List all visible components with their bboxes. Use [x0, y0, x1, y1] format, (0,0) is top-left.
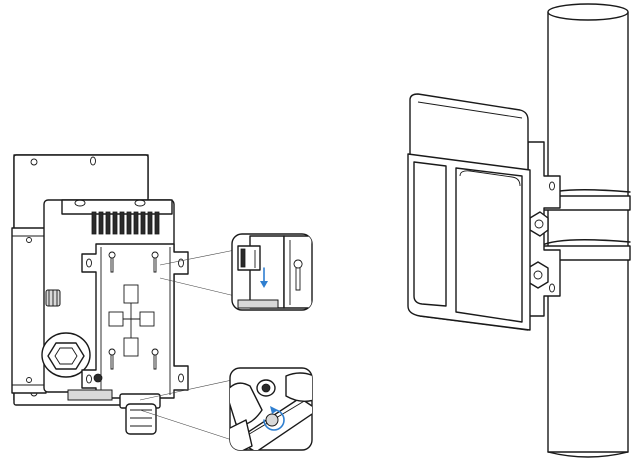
pole-mount-assembly [407, 3, 631, 458]
bottom-gland [125, 403, 157, 435]
leader-line [159, 277, 236, 297]
mount-hole [90, 156, 96, 166]
pole-device [407, 93, 531, 331]
heat-sink-fins [91, 211, 160, 235]
pole-clamp-bands [539, 189, 631, 261]
leader-line [159, 249, 236, 266]
bottom-connectors [67, 373, 161, 435]
leader-line [139, 379, 233, 401]
leader-line [139, 409, 233, 441]
rotate-arrow [263, 409, 285, 431]
side-bolt [45, 289, 61, 307]
side-bracket [11, 227, 47, 394]
wall-mount-assembly [11, 154, 236, 441]
pole [547, 3, 629, 458]
detail-callout-screw [229, 367, 313, 451]
detail-callout-hook [231, 233, 313, 311]
cable-gland [41, 332, 91, 378]
mount-hole [30, 158, 38, 166]
